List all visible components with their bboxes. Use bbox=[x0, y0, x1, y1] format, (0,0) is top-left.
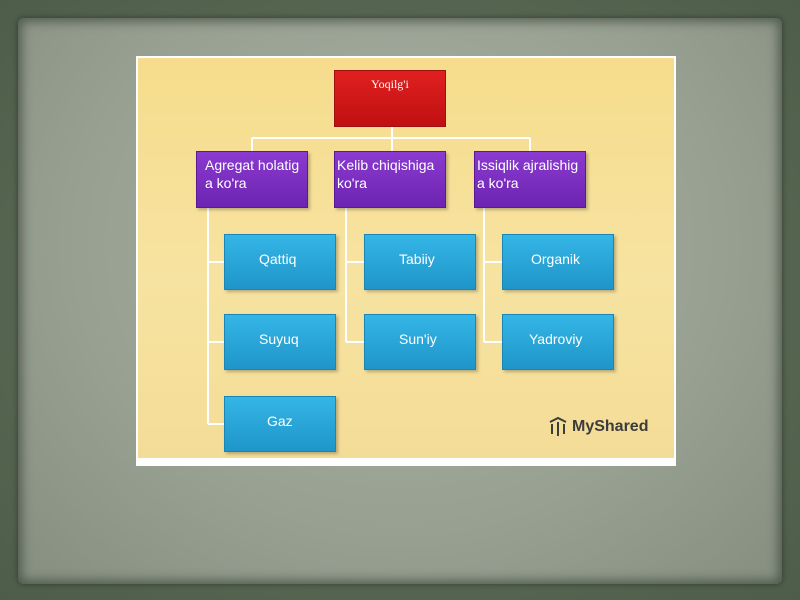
leaf-label: Suyuq bbox=[259, 331, 299, 347]
category-node-aggregate: Agregat holatiga ko'ra bbox=[196, 151, 308, 208]
connector-lines bbox=[207, 126, 531, 425]
leaf-label: Sun'iy bbox=[399, 331, 437, 347]
leaf-node-liquid: Suyuq bbox=[224, 314, 336, 370]
leaf-node-nuclear: Yadroviy bbox=[502, 314, 614, 370]
category-label: Kelib chiqishiga ko'ra bbox=[337, 157, 435, 191]
category-node-heat: Issiqlik ajralishiga ko'ra bbox=[474, 151, 586, 208]
myshared-watermark: MyShared bbox=[548, 416, 648, 438]
myshared-logo-icon bbox=[549, 416, 567, 436]
leaf-node-natural: Tabiiy bbox=[364, 234, 476, 290]
root-label: Yoqilg'i bbox=[371, 77, 409, 91]
leaf-node-artificial: Sun'iy bbox=[364, 314, 476, 370]
leaf-label: Gaz bbox=[267, 413, 293, 429]
leaf-label: Tabiiy bbox=[399, 251, 435, 267]
leaf-label: Yadroviy bbox=[529, 331, 583, 347]
slide: Yoqilg'i Agregat holatiga ko'ra Kelib ch… bbox=[136, 56, 676, 466]
root-node: Yoqilg'i bbox=[334, 70, 446, 127]
watermark-text: MyShared bbox=[572, 418, 649, 435]
category-label: Issiqlik ajralishiga ko'ra bbox=[477, 157, 579, 191]
leaf-label: Qattiq bbox=[259, 251, 297, 267]
leaf-node-gas: Gaz bbox=[224, 396, 336, 452]
category-node-origin: Kelib chiqishiga ko'ra bbox=[334, 151, 446, 208]
leaf-node-organic: Organik bbox=[502, 234, 614, 290]
category-label: Agregat holatiga ko'ra bbox=[205, 157, 300, 191]
leaf-label: Organik bbox=[531, 251, 581, 267]
slide-bottom-strip bbox=[138, 458, 674, 464]
leaf-node-solid: Qattiq bbox=[224, 234, 336, 290]
